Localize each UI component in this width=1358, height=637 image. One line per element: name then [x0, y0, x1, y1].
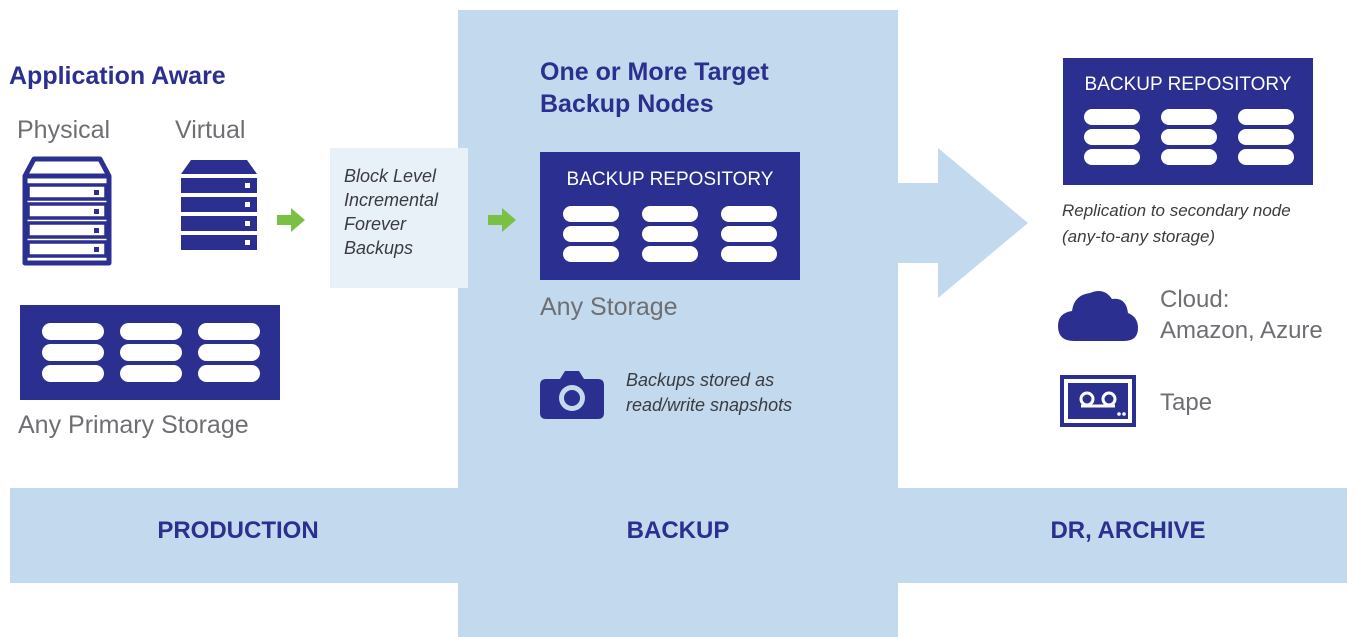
- snapshot-line: Backups stored as: [626, 370, 775, 390]
- backup-band-label: BACKUP: [626, 517, 730, 544]
- replication-line: Replication to secondary node: [1062, 201, 1291, 220]
- database-icon: [721, 206, 777, 262]
- block-level-line: Incremental: [344, 190, 439, 210]
- dr-backup-repository-label: BACKUP REPOSITORY: [1084, 74, 1292, 95]
- virtual-label: Virtual: [175, 116, 246, 144]
- cloud-line: Amazon, Azure: [1160, 317, 1323, 344]
- cloud-line: Cloud:: [1160, 286, 1230, 313]
- database-icon: [120, 323, 182, 382]
- block-level-line: Forever: [344, 214, 407, 234]
- database-icon: [1084, 109, 1140, 165]
- any-storage-label: Any Storage: [540, 293, 678, 321]
- replication-arrow: [898, 148, 1028, 298]
- virtual-server-icon: [181, 160, 257, 250]
- database-icon: [642, 206, 698, 262]
- backup-repository-label: BACKUP REPOSITORY: [566, 169, 774, 190]
- production-band-label: PRODUCTION: [157, 517, 319, 544]
- camera-icon: [540, 371, 604, 419]
- primary-storage-box: [20, 305, 280, 400]
- green-arrow-icon: [488, 208, 516, 232]
- target-nodes-heading-line: One or More Target: [540, 58, 769, 86]
- database-icon: [1161, 109, 1217, 165]
- block-level-box: Block Level Incremental Forever Backups: [330, 148, 468, 288]
- dr-archive-band-label: DR, ARCHIVE: [1050, 517, 1206, 544]
- stage-band: [10, 488, 1347, 583]
- snapshot-line: read/write snapshots: [626, 395, 793, 415]
- database-icon: [42, 323, 104, 382]
- target-nodes-heading-line: Backup Nodes: [540, 90, 714, 118]
- block-level-line: Backups: [344, 238, 414, 258]
- green-arrow-icon: [277, 208, 305, 232]
- database-icon: [198, 323, 260, 382]
- primary-storage-label: Any Primary Storage: [18, 411, 249, 439]
- application-aware-heading: Application Aware: [9, 62, 226, 90]
- replication-line: (any-to-any storage): [1062, 227, 1216, 246]
- backup-repository-box: BACKUP REPOSITORY: [540, 152, 800, 280]
- tape-icon: [1060, 375, 1136, 427]
- database-icon: [563, 206, 619, 262]
- database-icon: [1238, 109, 1294, 165]
- physical-server-icon: [22, 156, 112, 266]
- dr-backup-repository-box: BACKUP REPOSITORY: [1063, 58, 1313, 185]
- cloud-icon: [1058, 291, 1138, 341]
- tape-label: Tape: [1160, 389, 1213, 416]
- physical-label: Physical: [17, 116, 111, 144]
- block-level-line: Block Level: [344, 166, 437, 186]
